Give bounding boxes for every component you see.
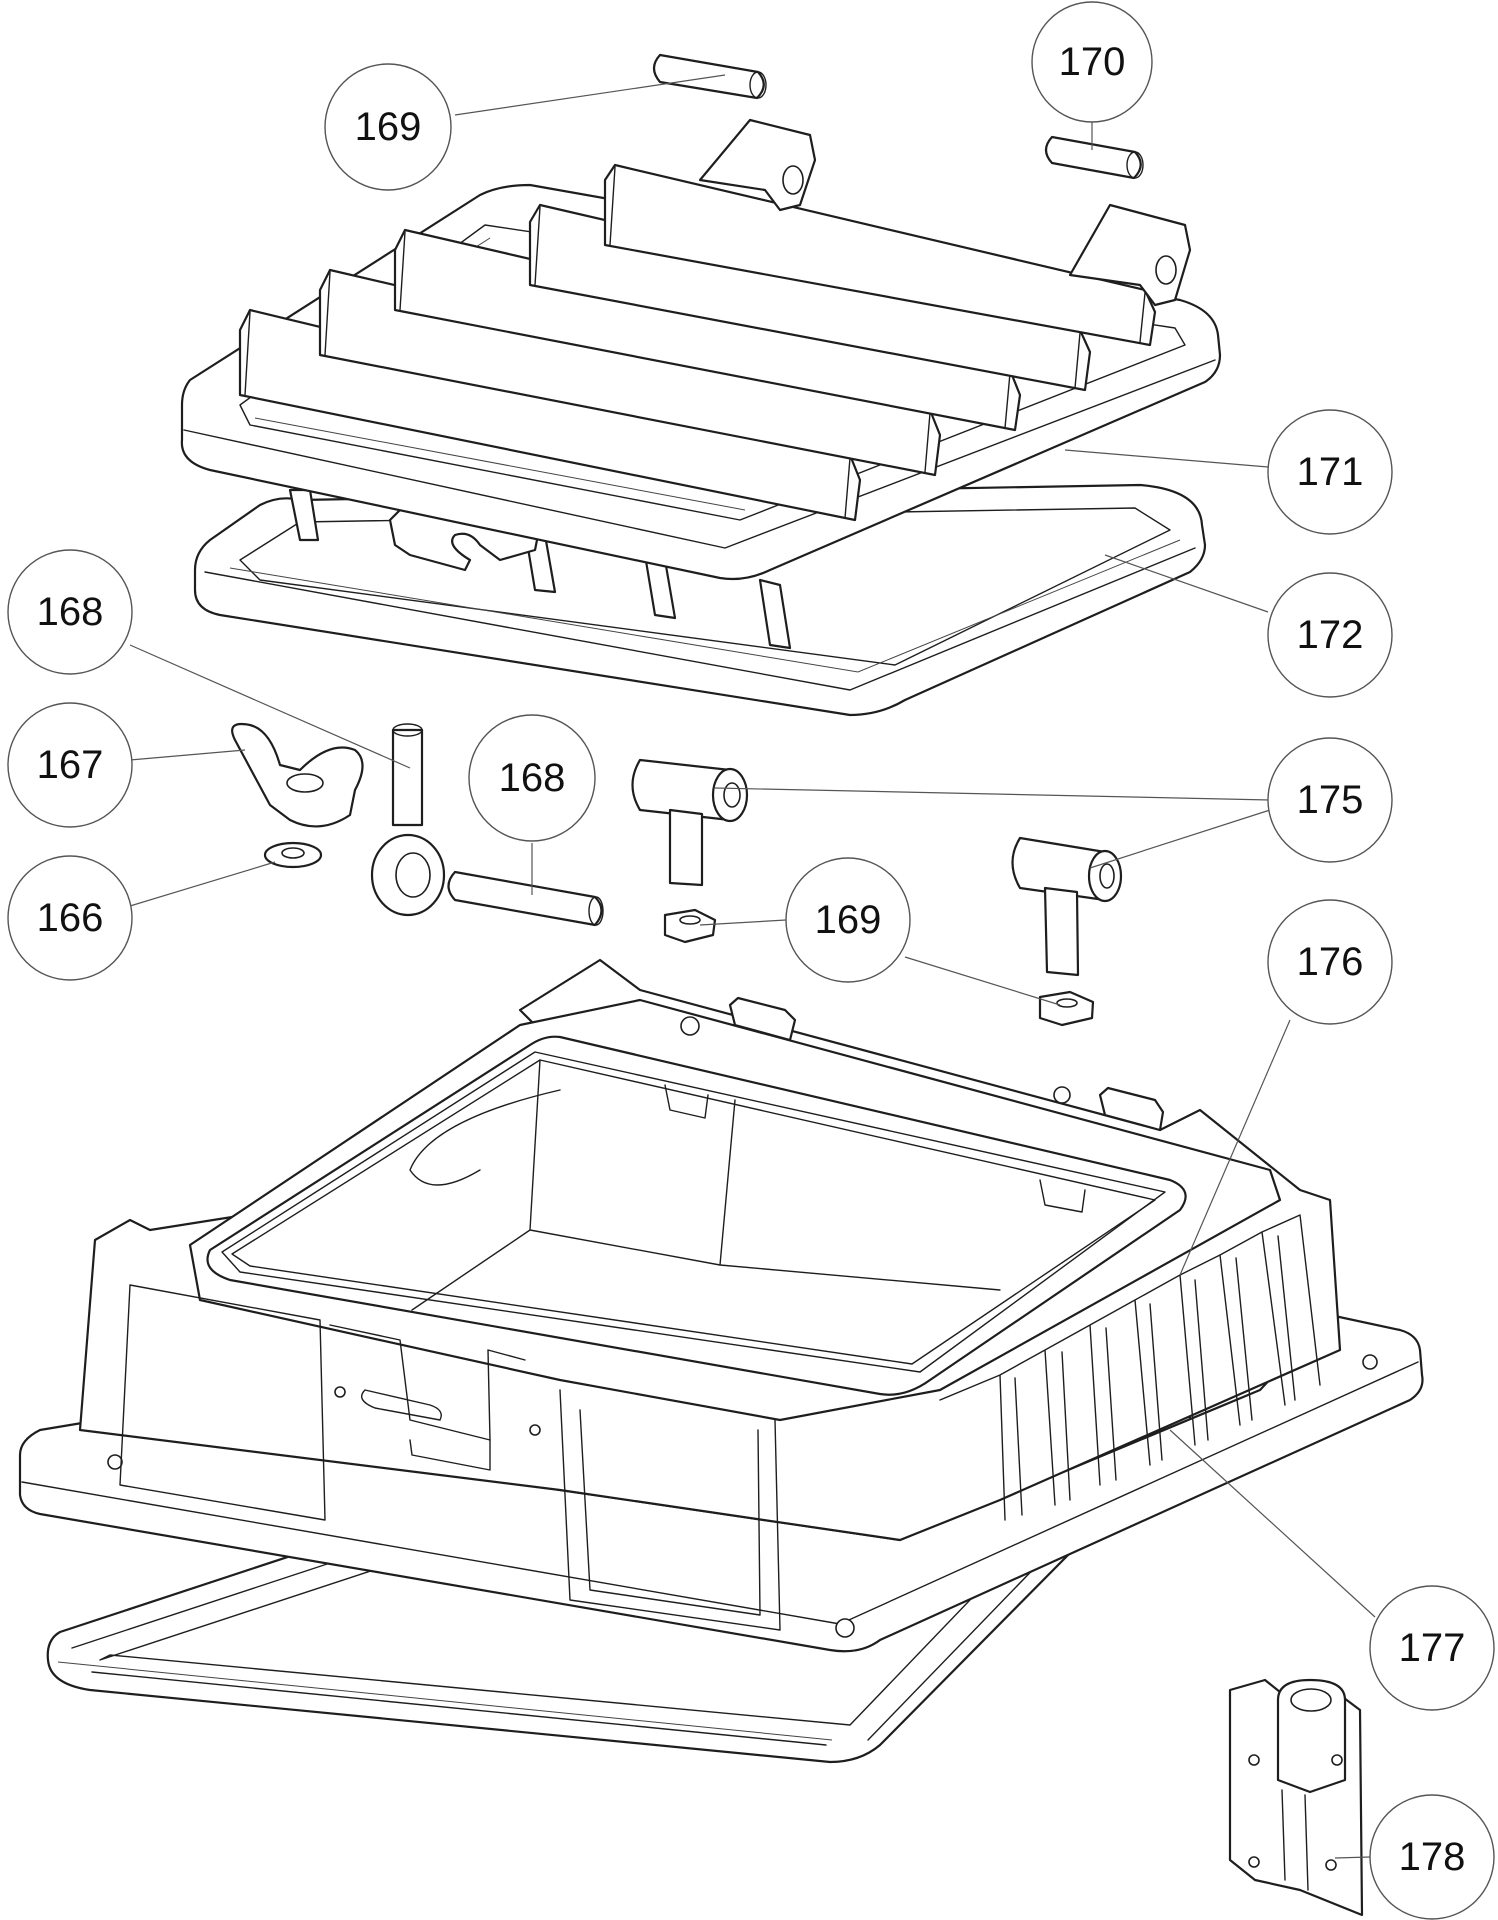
- callout-169-mid: 169: [785, 857, 911, 983]
- part-176-main-frame: [18, 958, 1424, 1653]
- leader-175-upper: [714, 787, 1271, 801]
- callout-170: 170: [1031, 1, 1153, 123]
- callout-label: 178: [1399, 1835, 1466, 1879]
- part-169-top-pin: [652, 53, 767, 100]
- part-178-hinge-bracket: [1228, 1678, 1364, 1917]
- callout-label: 169: [355, 105, 422, 149]
- leader-166: [129, 861, 276, 907]
- leader-169-right: [904, 956, 1061, 1006]
- leader-177: [1169, 1429, 1376, 1618]
- part-175-bolt-lower: [1011, 836, 1123, 977]
- part-170-pin: [1044, 135, 1144, 180]
- part-169-nut-right: [1038, 990, 1095, 1027]
- leader-lines: [129, 74, 1376, 1859]
- callout-167: 167: [7, 702, 133, 828]
- callout-label: 170: [1059, 40, 1126, 84]
- callout-label: 172: [1297, 613, 1364, 657]
- part-166-washer: [263, 841, 323, 869]
- callout-label: 175: [1297, 778, 1364, 822]
- callout-label: 166: [37, 896, 104, 940]
- callout-171: 171: [1267, 409, 1393, 535]
- callout-168-mid: 168: [468, 714, 596, 842]
- callout-177: 177: [1369, 1585, 1495, 1711]
- callout-175: 175: [1267, 737, 1393, 863]
- callout-label: 177: [1399, 1626, 1466, 1670]
- callout-166: 166: [7, 855, 133, 981]
- callout-172: 172: [1267, 572, 1393, 698]
- callout-176: 176: [1267, 899, 1393, 1025]
- callout-label: 171: [1297, 450, 1364, 494]
- callout-168-left: 168: [7, 549, 133, 675]
- part-169-nut-middle: [663, 908, 717, 944]
- part-175-bolt-upper: [631, 758, 749, 887]
- leader-176: [1179, 1019, 1291, 1276]
- leader-169-mid: [699, 919, 787, 926]
- leader-171: [1064, 449, 1269, 468]
- callout-169-top: 169: [324, 63, 452, 191]
- leader-175-lower: [1089, 809, 1271, 869]
- callout-label: 176: [1297, 940, 1364, 984]
- leader-169-top: [454, 74, 726, 116]
- leader-172: [1104, 554, 1269, 613]
- callout-label: 168: [499, 756, 566, 800]
- leader-168-left: [129, 644, 411, 769]
- part-168-eye-bolt: [370, 723, 446, 917]
- callout-label: 169: [815, 898, 882, 942]
- part-171-grate-cover: [180, 118, 1222, 650]
- part-167-wing-nut: [231, 722, 364, 828]
- callout-178: 178: [1369, 1794, 1495, 1920]
- callout-label: 168: [37, 590, 104, 634]
- leader-167: [129, 749, 246, 761]
- callout-label: 167: [37, 743, 104, 787]
- part-168-pin: [447, 870, 604, 927]
- leader-178: [1334, 1856, 1371, 1859]
